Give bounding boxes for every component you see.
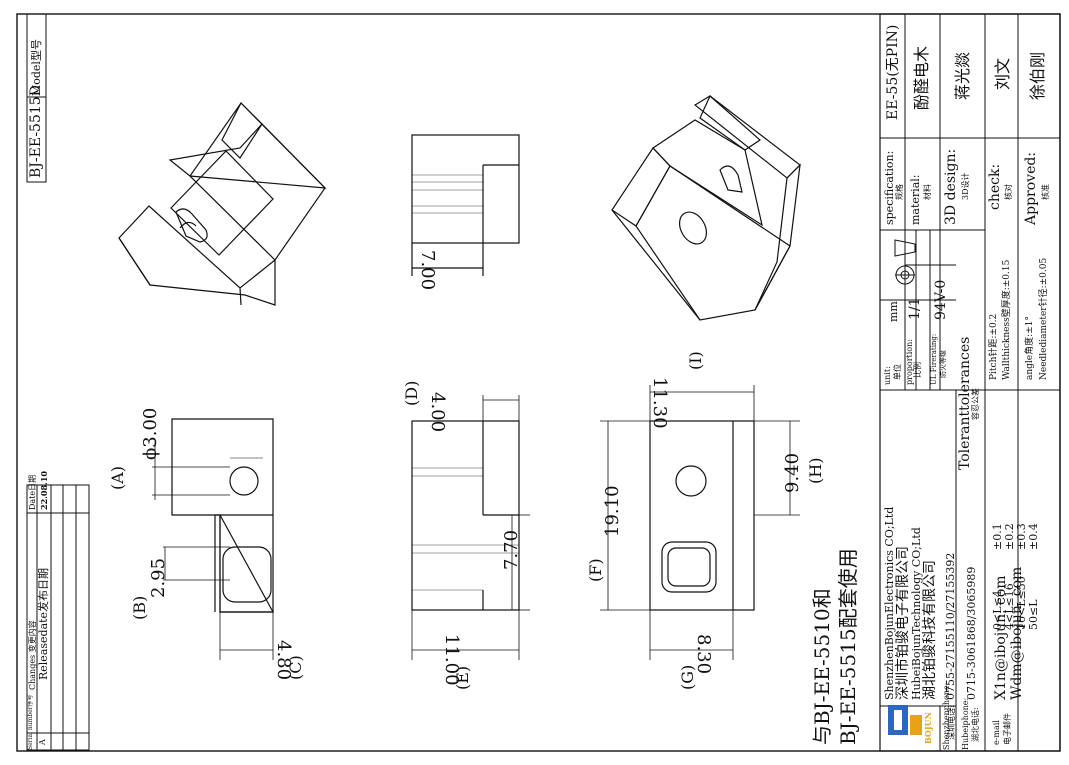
email-label-cn: 电子邮件 <box>1003 713 1012 745</box>
tol-value-2: ±0.2 <box>1003 523 1016 550</box>
iso-view-right <box>611 95 801 321</box>
side-view-middle <box>411 420 520 611</box>
mat-label: material: <box>909 174 922 225</box>
changes-col-date: Date日期 <box>28 474 37 510</box>
tol-value-1: ±0.1 <box>991 523 1004 550</box>
bojun-logo <box>888 705 922 735</box>
changes-table <box>26 484 90 751</box>
model-value: BJ-EE-5515D <box>28 85 44 178</box>
tol-pitch: Pitch针距:±0.2 <box>989 313 999 380</box>
company1-en: ShenzhenBojunElectronics CO;Ltd <box>883 506 896 700</box>
tol-wall: Wallthickness壁厚度:±0.15 <box>1002 259 1012 380</box>
dim-480: 4.80 <box>273 640 294 681</box>
changes-col-changes: Changes 变更内容 <box>28 620 37 690</box>
tol-title-cn: 容忍公差 <box>971 388 980 420</box>
dim-1100: 11.00 <box>441 634 462 686</box>
changes-row-serial: A <box>38 739 47 745</box>
approved-label: Approved: <box>1023 151 1039 225</box>
changes-row-change: Releasedate发布日期 <box>37 567 50 680</box>
spec-value: EE-55(无PIN) <box>885 24 901 120</box>
bottom-view <box>649 420 755 611</box>
company1-cn: 深圳市铂骏电子有限公司 <box>895 546 911 700</box>
tol-value-3: ±0.3 <box>1015 523 1028 550</box>
note-line2: BJ-EE-5515配套使用 <box>836 548 860 745</box>
design-value: 蒋光燚 <box>953 51 972 100</box>
dims-bottom <box>600 385 800 660</box>
dim-1130: 11.30 <box>649 377 670 429</box>
dim-700: 7.00 <box>417 250 438 291</box>
view-label-a: (A) <box>108 465 127 490</box>
check-value: 刘文 <box>993 57 1012 90</box>
model-box <box>26 13 47 183</box>
mat-value: 酚醛电木 <box>912 45 931 110</box>
mat-label-cn: 材料 <box>923 184 932 200</box>
dim-phi300: ϕ3.00 <box>140 407 161 460</box>
logo-text: BOJUN <box>923 712 933 744</box>
prop-label-cn: 比例 <box>913 362 922 378</box>
plan-view-left <box>171 418 275 613</box>
tol-needle: Needlediameter针径:±0.05 <box>1039 257 1049 380</box>
unit-label-cn: 单位 <box>893 364 902 380</box>
dims-side <box>411 395 530 660</box>
iso-view-left <box>118 101 327 306</box>
ul-value: 94V-0 <box>933 279 949 320</box>
ul-label: UL Firerating: <box>930 333 938 385</box>
hb-phone: 0715-3061868/3065989 <box>965 566 978 700</box>
projection-symbol-icon <box>894 239 916 285</box>
sz-phone: 0755-27155110/27155392 <box>944 552 957 700</box>
tol-title: Toleranttolerances <box>957 336 973 470</box>
note-line1: 与BJ-EE-5510和 <box>810 588 834 745</box>
sz-phone-label-cn: 深圳电话: <box>947 705 956 740</box>
unit-value: mm <box>887 301 900 322</box>
tol-range-1: 0<L≤4 <box>991 590 1004 630</box>
view-label-f: (F) <box>586 558 605 582</box>
dims-plan <box>152 440 274 660</box>
view-label-d: (D) <box>402 380 421 406</box>
title-block <box>879 13 1061 752</box>
design-label-cn: 3D设计 <box>961 172 970 200</box>
spec-label: specification: <box>883 150 896 225</box>
hb-phone-label: Hubeiphone: <box>961 697 970 750</box>
changes-col-serial: Serial number序号 <box>27 694 34 750</box>
tol-value-4: ±0.4 <box>1027 523 1040 550</box>
approved-value: 徐伯刚 <box>1028 51 1047 100</box>
view-label-h: (H) <box>806 457 825 484</box>
view-label-b: (B) <box>130 595 149 620</box>
tol-range-2: 4<L≤16 <box>1003 583 1016 630</box>
view-label-i: (I) <box>686 351 705 370</box>
hb-phone-label-cn: 湖北电话: <box>971 707 980 742</box>
tol-angle: angle角度:±1° <box>1025 316 1035 380</box>
dim-770: 7.70 <box>501 529 522 570</box>
company2-cn: 湖北铂骏科技有限公司 <box>922 560 938 700</box>
side-view-top <box>411 134 520 276</box>
approved-label-cn: 核准 <box>1041 184 1050 200</box>
company2-en: HubeiBojunTechnology CO;Ltd <box>910 527 923 700</box>
tol-range-4: 50≤L <box>1027 599 1040 630</box>
dim-940: 9.40 <box>782 452 803 493</box>
dim-400: 4.00 <box>427 392 448 433</box>
check-label: check: <box>987 163 1003 210</box>
changes-row-date: 22.08.10 <box>39 471 49 510</box>
ul-label-cn: 防火等级 <box>939 350 947 378</box>
unit-label: unit: <box>883 366 892 385</box>
dim-830: 8.30 <box>693 634 714 675</box>
spec-label-cn: 规格 <box>895 184 904 200</box>
email-label: e-mail <box>992 720 1001 745</box>
prop-value: 1/1 <box>907 297 923 320</box>
design-label: 3D design: <box>943 148 959 225</box>
dim-1910: 19.10 <box>602 485 623 537</box>
tol-range-3: 16<L≤50 <box>1015 576 1028 630</box>
check-label-cn: 核对 <box>1004 184 1013 200</box>
dim-295: 2.95 <box>148 557 169 598</box>
